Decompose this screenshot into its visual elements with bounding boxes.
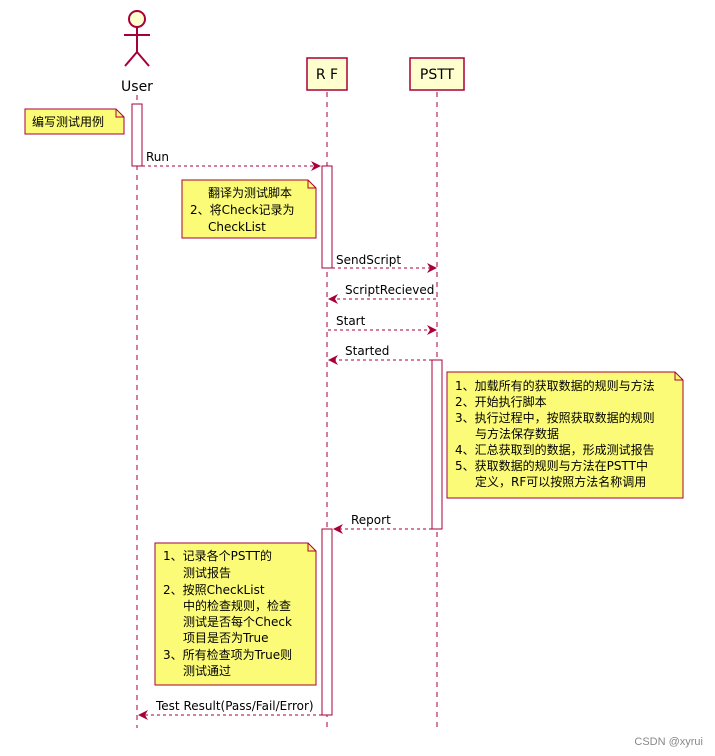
note-translate-script: 翻译为测试脚本 2、将Check记录为 CheckList: [181, 179, 317, 239]
note4-line-3: 2、按照CheckList: [163, 583, 265, 597]
pstt-activation-bar: [431, 359, 443, 530]
svg-text:1、加载所有的获取数据的规则与方法 2、开始执行: 1、加载所有的获取数据的规则与方法 2、开始执行脚本 3、执行过程中，按照获取数…: [455, 378, 658, 489]
note4-line-2: 测试报告: [183, 565, 231, 580]
note4-line-4: 中的检查规则，检查: [183, 598, 291, 613]
note3-line-6: 5、获取数据的规则与方法在PSTT中: [455, 458, 648, 473]
rf-activation-bar-1: [321, 165, 333, 269]
user-actor-icon: [124, 10, 150, 67]
send-script-label: SendScript: [336, 253, 401, 267]
pstt-label: PSTT: [420, 67, 455, 83]
rf-participant: R F: [306, 57, 348, 91]
started-label: Started: [345, 344, 389, 358]
note3-line-1: 1、加载所有的获取数据的规则与方法: [455, 378, 655, 393]
svg-text:翻译为测试脚本 2、将Check记录为: 翻译为测试脚本 2、将Check记录为 CheckList: [190, 185, 298, 234]
user-label: User: [121, 79, 153, 95]
run-label: Run: [146, 150, 169, 164]
csdn-watermark: CSDN @xyrui: [634, 736, 703, 748]
note-write-test-case: 编写测试用例: [24, 108, 125, 135]
note2-line-2: 2、将Check记录为: [190, 203, 295, 217]
note4-line-7: 3、所有检查项为True则: [163, 647, 292, 662]
svg-text:1、记录各个PSTT的 测试报告 2: 1、记录各个PSTT的 测试报告 2、按照CheckList 中的检查规则，检查…: [163, 548, 296, 678]
note3-line-5: 4、汇总获取到的数据，形成测试报告: [455, 442, 655, 457]
note3-line-3: 3、执行过程中，按照获取数据的规则: [455, 410, 655, 425]
test-result-label: Test Result(Pass/Fail/Error): [155, 699, 314, 713]
report-label: Report: [351, 513, 391, 527]
note4-line-6: 项目是否为True: [183, 631, 269, 645]
rf-label: R F: [316, 67, 338, 83]
pstt-participant: PSTT: [409, 57, 465, 91]
user-activation-bar: [131, 103, 143, 167]
note4-line-8: 测试通过: [183, 663, 231, 678]
note2-line-3: CheckList: [208, 220, 266, 234]
note2-line-1: 翻译为测试脚本: [208, 185, 292, 200]
note1-line-1: 编写测试用例: [32, 114, 104, 129]
note3-line-4: 与方法保存数据: [475, 426, 559, 441]
note3-line-2: 2、开始执行脚本: [455, 394, 547, 409]
rf-activation-bar-2: [321, 528, 333, 716]
svg-text:编写测试用例: 编写测试用例: [32, 114, 104, 129]
note3-line-7: 定义，RF可以按照方法名称调用: [475, 474, 646, 489]
note-pstt-execution: 1、加载所有的获取数据的规则与方法 2、开始执行脚本 3、执行过程中，按照获取数…: [446, 371, 684, 499]
start-label: Start: [336, 314, 366, 328]
note-rf-check: 1、记录各个PSTT的 测试报告 2、按照CheckList 中的检查规则，检查…: [154, 542, 317, 686]
script-received-label: ScriptRecieved: [345, 283, 434, 297]
note4-line-1: 1、记录各个PSTT的: [163, 548, 272, 563]
note4-line-5: 测试是否每个Check: [183, 614, 292, 629]
